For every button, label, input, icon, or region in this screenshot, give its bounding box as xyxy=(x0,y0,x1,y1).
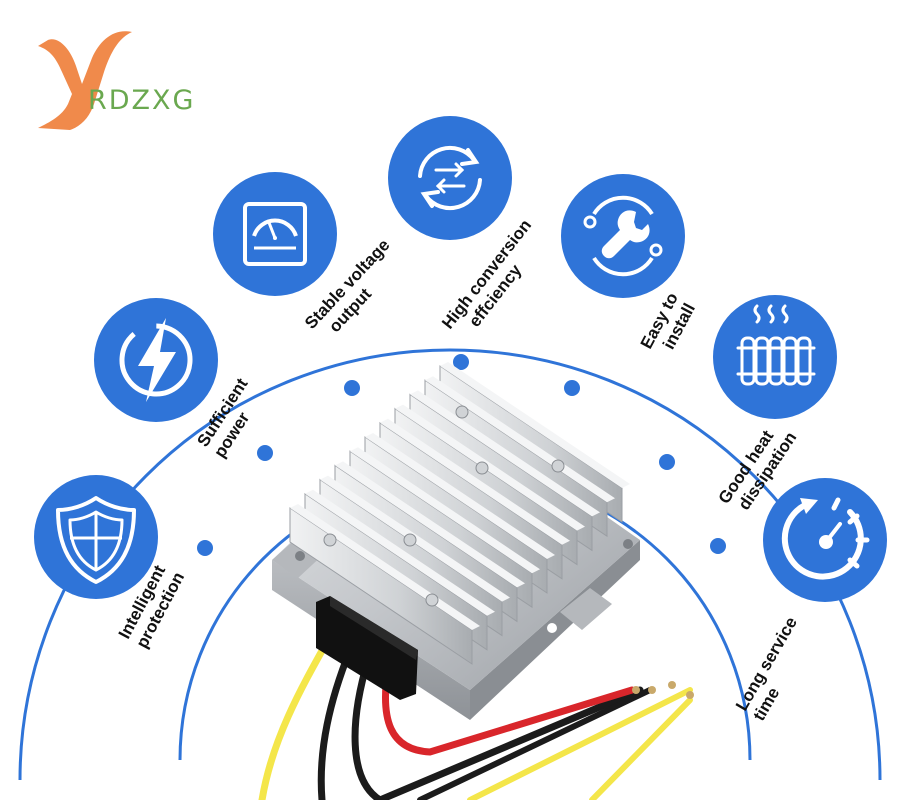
arc-dot xyxy=(257,445,273,461)
radiator-icon xyxy=(736,304,816,386)
arc-dot xyxy=(344,380,360,396)
heat-sink-fin-edge xyxy=(350,447,540,574)
shield-icon xyxy=(56,496,136,584)
heat-sink-fin-edge xyxy=(395,404,585,531)
logo-mark-y xyxy=(38,31,132,130)
speedometer-icon xyxy=(781,497,870,580)
heat-sink-fin-edge xyxy=(440,362,630,488)
screw-head xyxy=(323,533,337,547)
heat-sink-fin-edge xyxy=(380,418,570,545)
screw-head xyxy=(403,533,417,547)
feature-sufficient-power: Sufficient power xyxy=(94,298,254,461)
heat-sink-fin-edge xyxy=(410,390,600,517)
arc-dot xyxy=(197,540,213,556)
feature-intelligent-protection: Intelligent protection xyxy=(34,475,188,651)
feature-stable-voltage-output: Stable voltage output xyxy=(213,172,394,336)
arc-dot xyxy=(659,454,675,470)
brand-logo: RDZXG xyxy=(38,31,195,130)
wire-bundle xyxy=(258,636,694,800)
heat-sink-fin-edge xyxy=(305,489,495,616)
arc-dot xyxy=(453,354,469,370)
screw-head xyxy=(475,461,489,475)
conversion-arrows-icon xyxy=(418,145,482,211)
arc-dots xyxy=(197,354,726,556)
heat-sink-fins xyxy=(289,362,630,665)
brand-name: RDZXG xyxy=(88,85,195,116)
converter-product-image xyxy=(258,362,694,800)
svg-text:Long service time: Long service time xyxy=(732,610,821,724)
heat-sink-fin-edge xyxy=(425,376,615,503)
lightning-icon xyxy=(119,318,193,402)
arc-dot xyxy=(710,538,726,554)
voltmeter-icon xyxy=(243,202,307,266)
heat-sink-fin-edge xyxy=(335,461,525,588)
arc-dot xyxy=(564,380,580,396)
screw-head xyxy=(455,405,469,419)
screw-head xyxy=(551,459,565,473)
feature-high-conversion-efficiency: High conversion effciency xyxy=(388,116,535,332)
screw-head xyxy=(425,593,439,607)
feature-long-service-time: Long service time xyxy=(732,478,887,724)
svg-text:Easy to install: Easy to install xyxy=(637,285,702,361)
heat-sink-fin-edge xyxy=(365,433,555,559)
wrench-icon xyxy=(583,195,663,277)
cable-grommet xyxy=(316,596,418,700)
feature-easy-to-install: Easy to install xyxy=(561,174,702,361)
